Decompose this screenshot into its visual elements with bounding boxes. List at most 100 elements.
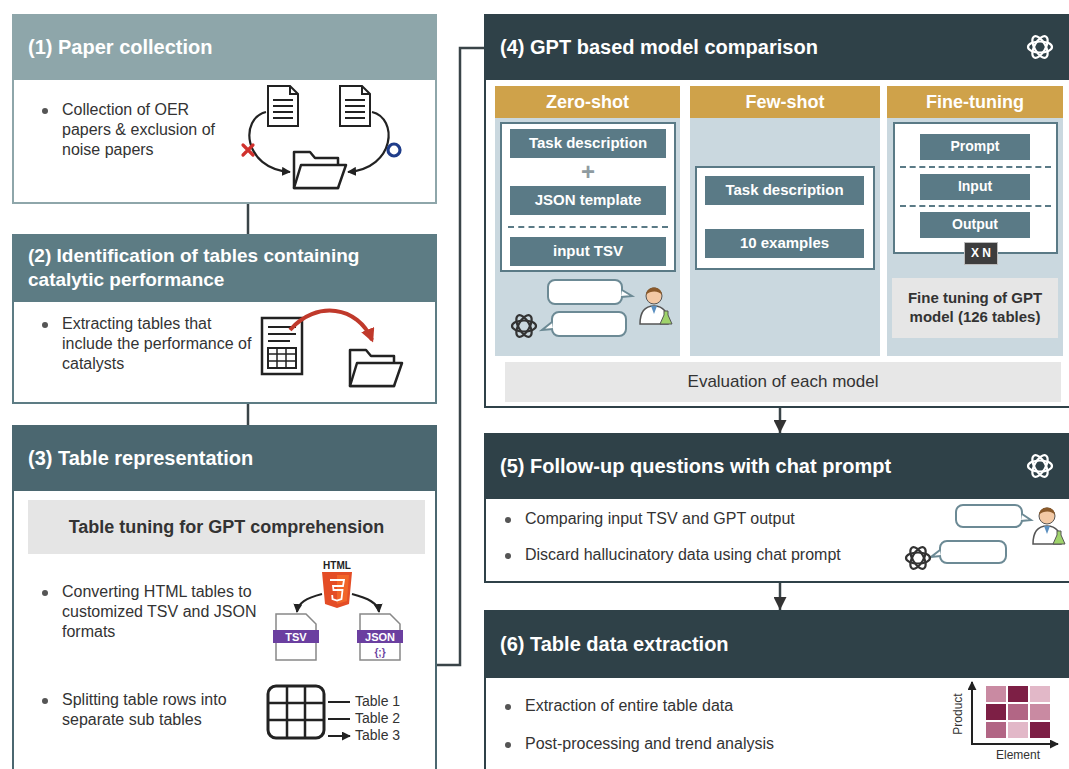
chat-illustration-part <box>956 505 1022 527</box>
format-conversion-icon-part <box>360 614 400 660</box>
bullet-dot <box>42 108 48 114</box>
table-extraction-icon-part <box>268 327 296 341</box>
method-column: Fine-tuningPromptInputOutputX NFine tuni… <box>887 86 1063 356</box>
heatmap-icon-part <box>1008 722 1028 738</box>
label-text: Prompt <box>951 138 1000 156</box>
header-logo <box>1028 34 1052 479</box>
note-band: Table tuning for GPT comprehension <box>28 500 425 554</box>
paper-collection-icon <box>243 86 400 188</box>
plus-sign: + <box>581 159 595 185</box>
evaluation-bar: Evaluation of each model <box>505 362 1061 402</box>
panel-header: (1) Paper collection <box>12 14 437 80</box>
bullet-item: Comparing input TSV and GPT output <box>525 509 915 529</box>
format-conversion-icon-part <box>268 686 324 738</box>
label-text: Extraction of entire table data <box>525 696 925 716</box>
format-conversion-icon <box>268 572 403 738</box>
box-slot: X N <box>964 242 998 265</box>
table-extraction-icon-part <box>268 348 296 368</box>
label-text: {;} <box>374 647 385 658</box>
chat-illustration-part <box>906 545 930 571</box>
header-slot: (5) Follow-up questions with chat prompt <box>500 433 1017 499</box>
header-slot: (4) GPT based model comparison <box>500 14 1017 80</box>
paper-collection-icon-part <box>294 152 346 188</box>
panel-header: (2) Identification of tables containing … <box>12 234 437 302</box>
label-text: Input <box>958 178 992 196</box>
bullet-dot <box>505 704 511 710</box>
process-box: input TSV <box>510 237 666 266</box>
paper-collection-icon-part <box>243 145 253 155</box>
header-logo-part <box>1028 453 1052 479</box>
icon-label: {;} <box>374 647 385 658</box>
table-extraction-icon <box>262 311 402 386</box>
header-logo-part <box>1028 34 1052 60</box>
note-box: Fine tuning of GPT model (126 tables) <box>892 278 1058 338</box>
heatmap-icon-part <box>972 682 1058 744</box>
format-conversion-icon-part <box>352 594 379 612</box>
box-slot: Output <box>920 212 1030 238</box>
chat-illustration-part <box>548 280 622 304</box>
bullet-dot <box>505 553 511 559</box>
step-panel: (4) GPT based model comparisonZero-shotT… <box>484 14 1069 408</box>
format-conversion-icon-part <box>357 630 403 643</box>
step-panel: (5) Follow-up questions with chat prompt… <box>484 433 1069 583</box>
label-text: (3) Table representation <box>28 446 253 471</box>
paper-collection-icon-part <box>340 86 370 126</box>
flow-connector <box>247 404 250 425</box>
header-slot: (2) Identification of tables containing … <box>28 234 383 302</box>
repeat-badge: X N <box>964 242 998 265</box>
box-slot: Evaluation of each model <box>505 362 1061 402</box>
heatmap-icon-part <box>1008 704 1028 720</box>
label-text: Evaluation of each model <box>688 371 879 392</box>
sub-table-label: Table 1 <box>355 694 400 709</box>
sub-table-label: Table 3 <box>355 728 400 743</box>
icon-label: HTML <box>323 560 351 571</box>
bullet-item: Collection of OER papers & exclusion of … <box>62 100 230 160</box>
bullet-item: Splitting table rows into separate sub t… <box>62 690 252 730</box>
format-conversion-icon-part <box>276 614 316 660</box>
process-box: 10 examples <box>705 229 864 258</box>
box-slot: Task description <box>705 176 864 205</box>
format-conversion-icon-part <box>330 580 344 601</box>
label-text: Extracting tables that include the perfo… <box>62 314 252 374</box>
label-text: 10 examples <box>740 234 829 253</box>
table-extraction-icon-part <box>262 318 302 374</box>
label-text: HTML <box>323 560 351 571</box>
header-slot: Zero-shot <box>495 86 680 118</box>
label-text: Zero-shot <box>546 91 629 114</box>
dashed-divider <box>900 166 1051 168</box>
label-text: Output <box>952 216 998 234</box>
label-text: (5) Follow-up questions with chat prompt <box>500 454 891 479</box>
box-slot: 10 examples <box>705 229 864 258</box>
paper-collection-icon-part <box>249 112 290 172</box>
box-slot: Input <box>920 174 1030 200</box>
method-column: Few-shotTask description10 examples <box>690 86 880 356</box>
column-header: Zero-shot <box>495 86 680 118</box>
label-text: TSV <box>285 630 306 642</box>
bullet-item: Extracting tables that include the perfo… <box>62 314 252 374</box>
axis-label: Element <box>996 749 1040 762</box>
box-slot: Fine tuning of GPT model (126 tables) <box>892 278 1058 338</box>
table-extraction-icon-part <box>350 350 402 386</box>
header-slot: (3) Table representation <box>28 425 383 491</box>
header-slot: (1) Paper collection <box>28 14 383 80</box>
bullet-item: Discard hallucinatory data using chat pr… <box>525 545 915 565</box>
axis-label: Product <box>952 693 965 734</box>
process-box: Input <box>920 174 1030 200</box>
label-text: Table 2 <box>355 711 400 726</box>
label-text: Post-processing and trend analysis <box>525 734 925 754</box>
box-slot: JSON template <box>510 186 666 215</box>
bullet-item: Converting HTML tables to customized TSV… <box>62 582 257 642</box>
box-slot: Task description <box>510 129 666 158</box>
process-box: Prompt <box>920 134 1030 160</box>
method-column: Zero-shotTask descriptionJSON template in… <box>495 86 680 356</box>
bullet-dot <box>42 590 48 596</box>
label-text: Collection of OER papers & exclusion of … <box>62 100 230 160</box>
heatmap-icon-part <box>986 704 1006 720</box>
flow-connector <box>779 583 782 610</box>
label-text: (2) Identification of tables containing … <box>28 244 383 292</box>
panel-header: (5) Follow-up questions with chat prompt <box>484 433 1069 499</box>
bullet-dot <box>505 742 511 748</box>
sub-table-label: Table 2 <box>355 711 400 726</box>
flow-connector <box>437 48 484 665</box>
bullet-dot <box>505 517 511 523</box>
